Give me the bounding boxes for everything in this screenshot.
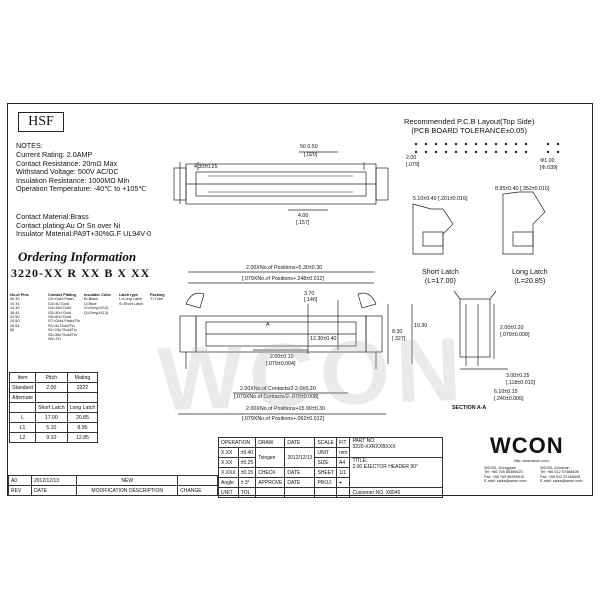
svg-text:2.00: 2.00 bbox=[406, 155, 416, 161]
part-number-code: 3220-XX R XX B X XX bbox=[11, 266, 151, 280]
svg-text:50 0.50: 50 0.50 bbox=[300, 144, 318, 150]
svg-text:12.30±0.40: 12.30±0.40 bbox=[310, 336, 337, 342]
svg-text:[.020]: [.020] bbox=[304, 152, 318, 158]
svg-text:3.70: 3.70 bbox=[304, 291, 314, 297]
hsf-badge: HSF bbox=[18, 112, 64, 132]
svg-text:2.00±0.20: 2.00±0.20 bbox=[500, 325, 524, 331]
note-line: Operation Temperature: -40℃ to +105℃ bbox=[16, 184, 147, 194]
svg-text:[.118±0.010]: [.118±0.010] bbox=[506, 380, 536, 386]
svg-text:[.079±0.004]: [.079±0.004] bbox=[266, 361, 296, 367]
company-url: http: www.wcon.com bbox=[514, 459, 549, 463]
material-line: Contact plating:Au Or Sn over Ni bbox=[16, 220, 121, 230]
svg-text:[.240±0.006]: [.240±0.006] bbox=[494, 396, 524, 402]
short-latch-label: Short Latch(L=17.00) bbox=[422, 267, 459, 285]
packing-column: Packing T=Tube bbox=[150, 293, 165, 302]
svg-text:[.079]: [.079] bbox=[406, 162, 420, 168]
svg-text:2.00XNo.of Positions+5.30±0.30: 2.00XNo.of Positions+5.30±0.30 bbox=[246, 265, 322, 271]
svg-text:2.00±0.10: 2.00±0.10 bbox=[270, 354, 294, 360]
svg-text:10.30: 10.30 bbox=[414, 323, 427, 329]
svg-text:[.079XNo.of Contacts/2-.079±0.: [.079XNo.of Contacts/2-.079±0.008] bbox=[234, 394, 319, 400]
svg-text:4.30±0.25: 4.30±0.25 bbox=[194, 164, 218, 170]
svg-text:4.00: 4.00 bbox=[298, 213, 308, 219]
short-latch-outline bbox=[412, 203, 454, 255]
watermark: WCON bbox=[156, 319, 469, 431]
svg-text:8.30: 8.30 bbox=[392, 329, 402, 335]
svg-text:2.00XNo.of Contacts/2-2.0±0.20: 2.00XNo.of Contacts/2-2.0±0.20 bbox=[240, 386, 316, 392]
pcb-hole-grid bbox=[414, 142, 560, 154]
svg-text:SECTION A-A: SECTION A-A bbox=[452, 405, 486, 411]
pcb-layout-title: Recommended P.C.B Layout(Top Side) (PCB … bbox=[404, 117, 535, 135]
svg-text:3.00±0.25: 3.00±0.25 bbox=[506, 373, 530, 379]
dimension-texts: 50 0.50 [.020] 4.00 [.157] 2.00 [.079] Φ… bbox=[194, 144, 558, 422]
svg-text:[.079XNo.of Positions+.062±0.0: [.079XNo.of Positions+.062±0.012] bbox=[242, 416, 325, 422]
svg-text:[.146]: [.146] bbox=[304, 297, 318, 303]
svg-text:[.157]: [.157] bbox=[296, 220, 310, 226]
svg-text:A: A bbox=[266, 322, 270, 328]
svg-text:5.10±0.40 [.201±0.016]: 5.10±0.40 [.201±0.016] bbox=[413, 196, 468, 202]
svg-text:Φ1.00: Φ1.00 bbox=[540, 158, 555, 164]
ordering-title: Ordering Information bbox=[18, 249, 137, 264]
drawing-graphics: 50 0.50 [.020] 4.00 [.157] 2.00 [.079] Φ… bbox=[173, 142, 560, 422]
svg-text:2.00XNo.of Positions+15.90±0.3: 2.00XNo.of Positions+15.90±0.30 bbox=[246, 406, 325, 412]
svg-text:[.327]: [.327] bbox=[392, 336, 406, 342]
svg-text:[Φ.039]: [Φ.039] bbox=[540, 165, 558, 171]
note-line: Insulation Resistance: 1000MΩ Min bbox=[16, 175, 130, 185]
materials-list: Contact Material:Brass Contact plating:A… bbox=[16, 212, 152, 239]
note-line: Contact Resistance: 20mΩ Max bbox=[16, 158, 118, 168]
note-line: Current Rating: 2.0AMP bbox=[16, 150, 93, 159]
svg-text:[.079±0.008]: [.079±0.008] bbox=[500, 332, 530, 338]
note-line: Withstand Voltage: 500V AC/DC bbox=[16, 167, 119, 177]
long-latch-label: Long Latch(L=20.85) bbox=[512, 267, 548, 285]
long-latch-outline bbox=[502, 191, 546, 255]
material-line: Insulator Material:PA9T+30%G.F UL94V-0 bbox=[16, 229, 152, 239]
drawing-sheet: 50 0.50 [.020] 4.00 [.157] 2.00 [.079] Φ… bbox=[7, 103, 593, 498]
svg-text:8.95±0.40 [.352±0.016]: 8.95±0.40 [.352±0.016] bbox=[495, 186, 550, 192]
notes-title: NOTES: bbox=[16, 141, 43, 150]
svg-text:[.079XNo.of Positions+.248±0.0: [.079XNo.of Positions+.248±0.012] bbox=[242, 276, 325, 282]
wcon-logo: WCON bbox=[490, 433, 564, 458]
notes-list: Current Rating: 2.0AMP Contact Resistanc… bbox=[16, 150, 147, 194]
svg-text:6.10±0.15: 6.10±0.15 bbox=[494, 389, 518, 395]
material-line: Contact Material:Brass bbox=[16, 212, 89, 221]
section-a-a-view bbox=[459, 298, 491, 358]
